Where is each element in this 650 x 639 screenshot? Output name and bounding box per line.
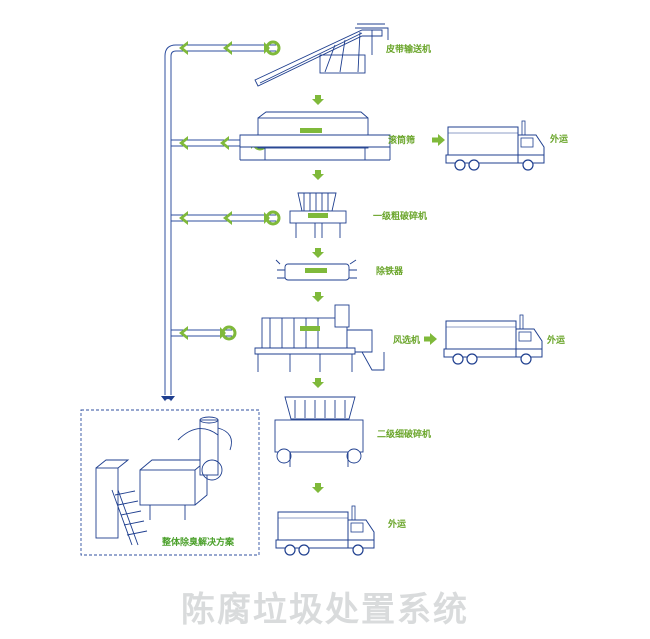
deodorization-icon (95, 416, 232, 546)
shredder-icon (289, 192, 347, 238)
shredder-icon (274, 396, 364, 467)
magnet-icon (275, 259, 357, 281)
flow-arrow-air-out (424, 333, 437, 345)
deodorization-box (80, 409, 260, 556)
label-out-trommel: 外运 (549, 133, 569, 145)
flow-arrow-4 (312, 292, 324, 302)
air-separator-icon (254, 304, 385, 372)
pipe-arrows (161, 40, 281, 405)
label-iron-remover: 除铁器 (376, 265, 404, 277)
flow-arrow-6 (312, 483, 324, 493)
truck-icon (443, 314, 543, 365)
page-title: 陈腐垃圾处置系统 (181, 590, 469, 630)
conveyor-icon (254, 23, 389, 87)
label-trommel-screen: 滚筒筛 (388, 134, 415, 146)
flow-arrow-trommel-out (432, 134, 445, 146)
label-out-air: 外运 (546, 334, 566, 346)
label-primary-shredder: 一级粗破碎机 (373, 210, 427, 222)
flow-arrow-2 (312, 170, 324, 180)
flow-arrow-3 (312, 248, 324, 258)
label-deodorization: 整体除臭解决方案 (161, 536, 235, 548)
trommel-icon (239, 111, 391, 161)
label-out-final: 外运 (387, 518, 407, 530)
label-secondary-shredder: 二级细破碎机 (377, 428, 431, 440)
flow-arrow-5 (312, 378, 324, 388)
truck-icon (445, 120, 545, 171)
label-air-separator: 风选机 (393, 334, 420, 346)
truck-icon (275, 505, 375, 556)
flow-arrow-1 (312, 95, 324, 105)
label-belt-conveyor: 皮带输送机 (385, 43, 431, 55)
